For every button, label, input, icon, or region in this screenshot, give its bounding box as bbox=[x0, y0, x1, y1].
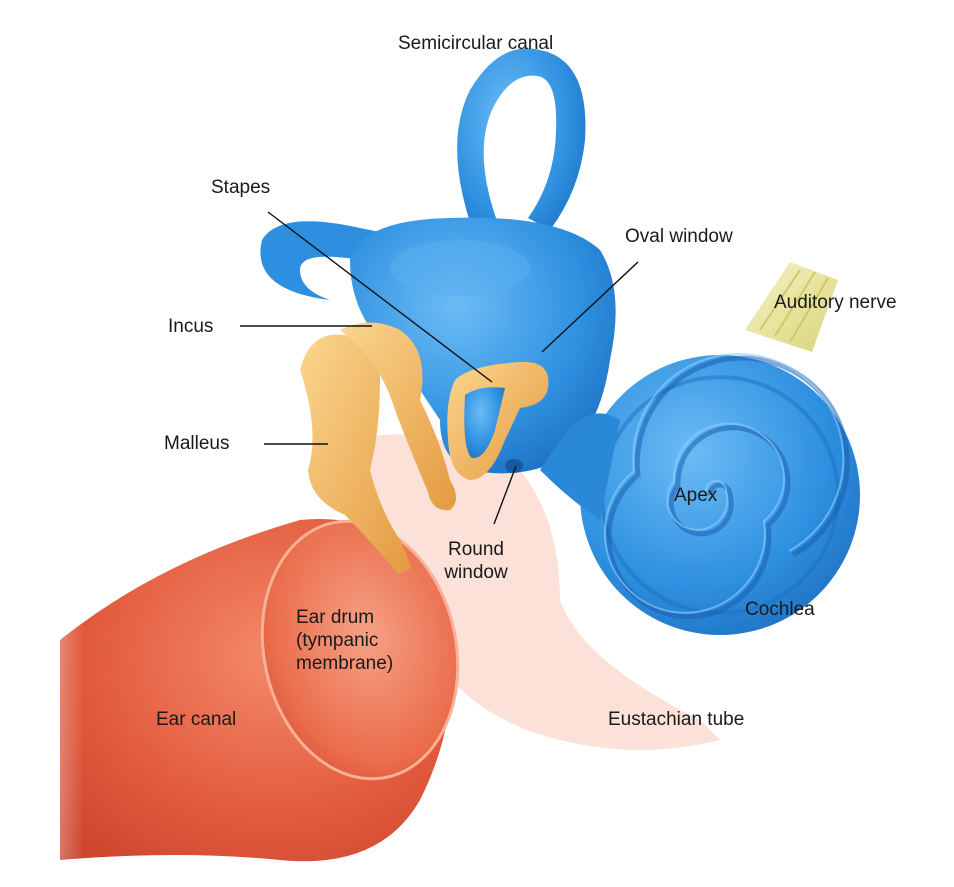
label-ear-drum-line1: Ear drum bbox=[296, 607, 375, 628]
label-malleus: Malleus bbox=[164, 433, 230, 454]
middle-ear-tissue bbox=[350, 434, 720, 750]
auditory-nerve bbox=[745, 262, 838, 352]
label-incus: Incus bbox=[168, 316, 214, 337]
label-cochlea: Cochlea bbox=[745, 599, 815, 620]
label-round-window: Round window bbox=[430, 538, 522, 584]
label-oval-window: Oval window bbox=[625, 226, 733, 247]
ear-drum bbox=[260, 519, 460, 781]
malleus bbox=[300, 334, 412, 574]
label-ear-drum-line2: (tympanic bbox=[296, 630, 379, 651]
incus bbox=[340, 322, 456, 511]
label-round-window-line1: Round bbox=[448, 539, 504, 560]
semicircular-canal bbox=[457, 48, 586, 250]
label-ear-canal: Ear canal bbox=[156, 709, 237, 730]
label-eustachian-tube: Eustachian tube bbox=[608, 709, 745, 730]
stapes-leader bbox=[267, 211, 493, 383]
round-window-leader bbox=[493, 465, 517, 525]
label-apex: Apex bbox=[674, 485, 718, 506]
label-ear-drum: Ear drum (tympanic membrane) bbox=[296, 606, 393, 675]
label-semicircular-canal: Semicircular canal bbox=[398, 33, 554, 54]
label-stapes: Stapes bbox=[211, 177, 271, 198]
leader-lines bbox=[240, 211, 639, 525]
label-auditory-nerve: Auditory nerve bbox=[774, 292, 897, 313]
cochlea-shape bbox=[580, 355, 860, 635]
label-round-window-line2: window bbox=[444, 562, 508, 583]
round-window-opening bbox=[505, 459, 523, 473]
label-ear-drum-line3: membrane) bbox=[296, 653, 394, 674]
oval-window-leader bbox=[541, 261, 639, 353]
